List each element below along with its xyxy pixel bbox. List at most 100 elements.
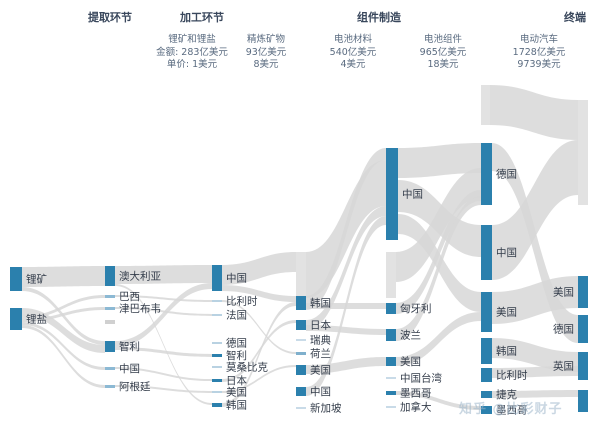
stage-metric-3-unit: 18美元 (427, 59, 459, 70)
sankey-node-label: 美国 (226, 386, 247, 399)
sankey-link (492, 366, 578, 378)
sankey-node-墨西哥[interactable] (481, 406, 492, 414)
sankey-link (22, 307, 105, 322)
sankey-node-label: 巴西 (119, 291, 140, 303)
sankey-node-智利[interactable] (212, 354, 222, 357)
sankey-link (306, 206, 386, 330)
sankey-node-美国[interactable] (578, 276, 588, 308)
sankey-node-阿根廷[interactable] (105, 385, 115, 388)
sankey-node-墨西哥[interactable] (386, 391, 396, 395)
sankey-node-德国[interactable] (481, 143, 492, 205)
sankey-link (306, 325, 386, 335)
sankey-node-label: 美国 (310, 364, 331, 377)
sankey-node-荷兰[interactable] (296, 352, 306, 355)
sankey-node-label: 德国 (553, 323, 574, 336)
sankey-node-捷克[interactable] (481, 391, 492, 398)
sankey-node-加拿大[interactable] (386, 406, 396, 408)
sankey-node-label: 捷克 (496, 388, 517, 401)
sankey-node-美国[interactable] (386, 357, 396, 366)
sankey-link (492, 143, 578, 343)
sankey-node-澳大利亚[interactable] (105, 266, 115, 286)
sankey-node-中国[interactable] (212, 265, 222, 291)
stage-metric-2-unit: 4美元 (340, 59, 366, 70)
sankey-link (115, 265, 212, 284)
stage-header-3: 终端 (564, 11, 586, 24)
sankey-node[interactable] (481, 85, 490, 125)
sankey-node-莫桑比克[interactable] (212, 366, 222, 368)
sankey-node[interactable] (105, 320, 115, 324)
sankey-node-日本[interactable] (212, 379, 222, 382)
sankey-link (115, 307, 212, 316)
sankey-node[interactable] (578, 100, 588, 205)
sankey-link (22, 322, 105, 370)
sankey-node-日本[interactable] (296, 320, 306, 330)
sankey-node-label: 智利 (119, 340, 140, 353)
stage-metric-0-unit: 单价: 1美元 (166, 59, 218, 70)
sankey-link (222, 320, 296, 382)
sankey-link (492, 338, 578, 372)
sankey-node-label: 加拿大 (400, 401, 432, 414)
sankey-node-中国[interactable] (386, 148, 398, 240)
sankey-link (396, 168, 481, 282)
sankey-node-中国[interactable] (105, 367, 115, 370)
sankey-node-巴西[interactable] (105, 295, 115, 298)
stage-metric-3-name: 电池组件 (423, 34, 462, 45)
sankey-nodes-layer (10, 85, 588, 414)
stage-metric-4-amount: 1728亿美元 (512, 46, 566, 58)
sankey-node-美国[interactable] (212, 391, 222, 393)
sankey-link (306, 303, 386, 309)
sankey-node-比利时[interactable] (481, 368, 492, 382)
sankey-link (22, 325, 105, 388)
sankey-node-韩国[interactable] (212, 403, 222, 407)
sankey-link (222, 300, 296, 354)
sankey-node-label: 津巴布韦 (119, 303, 161, 315)
stage-metric-4-unit: 9739美元 (517, 59, 561, 70)
sankey-link (222, 302, 296, 407)
sankey-node-中国[interactable] (481, 225, 492, 280)
sankey-node-德国[interactable] (578, 315, 588, 343)
sankey-node-label: 中国 (119, 362, 140, 375)
sankey-link (115, 283, 212, 347)
stage-metric-4-name: 电动汽车 (519, 34, 558, 45)
sankey-node-新加坡[interactable] (296, 407, 306, 409)
sankey-node-韩国[interactable] (481, 338, 492, 364)
sankey-node-中国[interactable] (296, 387, 306, 396)
stage-metric-2-name: 电池材料 (333, 34, 372, 45)
sankey-node-label: 美国 (400, 355, 421, 368)
sankey-node[interactable] (386, 252, 396, 298)
sankey-node-中国台湾[interactable] (386, 377, 396, 379)
sankey-link (115, 367, 212, 381)
sankey-link (396, 196, 481, 341)
sankey-node-label: 日本 (310, 319, 331, 332)
sankey-node-label: 墨西哥 (496, 405, 528, 417)
sankey-node-瑞典[interactable] (296, 339, 306, 341)
sankey-node-美国[interactable] (296, 365, 306, 375)
sankey-node-匈牙利[interactable] (386, 303, 396, 314)
sankey-node-英国[interactable] (578, 352, 588, 380)
sankey-node-德国[interactable] (212, 342, 222, 344)
sankey-node-label: 比利时 (226, 295, 258, 308)
sankey-node-label: 莫桑比克 (226, 361, 268, 374)
sankey-node-锂矿[interactable] (10, 267, 22, 291)
sankey-node-波兰[interactable] (386, 329, 396, 341)
stage-metric-3-amount: 965亿美元 (419, 46, 467, 58)
sankey-node-津巴布韦[interactable] (105, 307, 115, 310)
sankey-node-法国[interactable] (212, 314, 222, 316)
stage-metric-0-name: 锂矿和锂盐 (168, 34, 216, 45)
sankey-link (115, 385, 212, 393)
sankey-link (222, 285, 296, 302)
sankey-link (115, 347, 212, 357)
sankey-node-锂盐[interactable] (10, 308, 22, 330)
sankey-node-韩国[interactable] (296, 296, 306, 310)
sankey-node-智利[interactable] (105, 341, 115, 352)
sankey-node-美国[interactable] (481, 292, 492, 332)
sankey-node-比利时[interactable] (212, 300, 222, 302)
sankey-link (492, 140, 578, 280)
sankey-node[interactable] (296, 252, 306, 298)
stage-header-0: 提取环节 (88, 11, 132, 24)
sankey-node-label: 波兰 (400, 329, 421, 342)
sankey-node[interactable] (578, 390, 588, 412)
